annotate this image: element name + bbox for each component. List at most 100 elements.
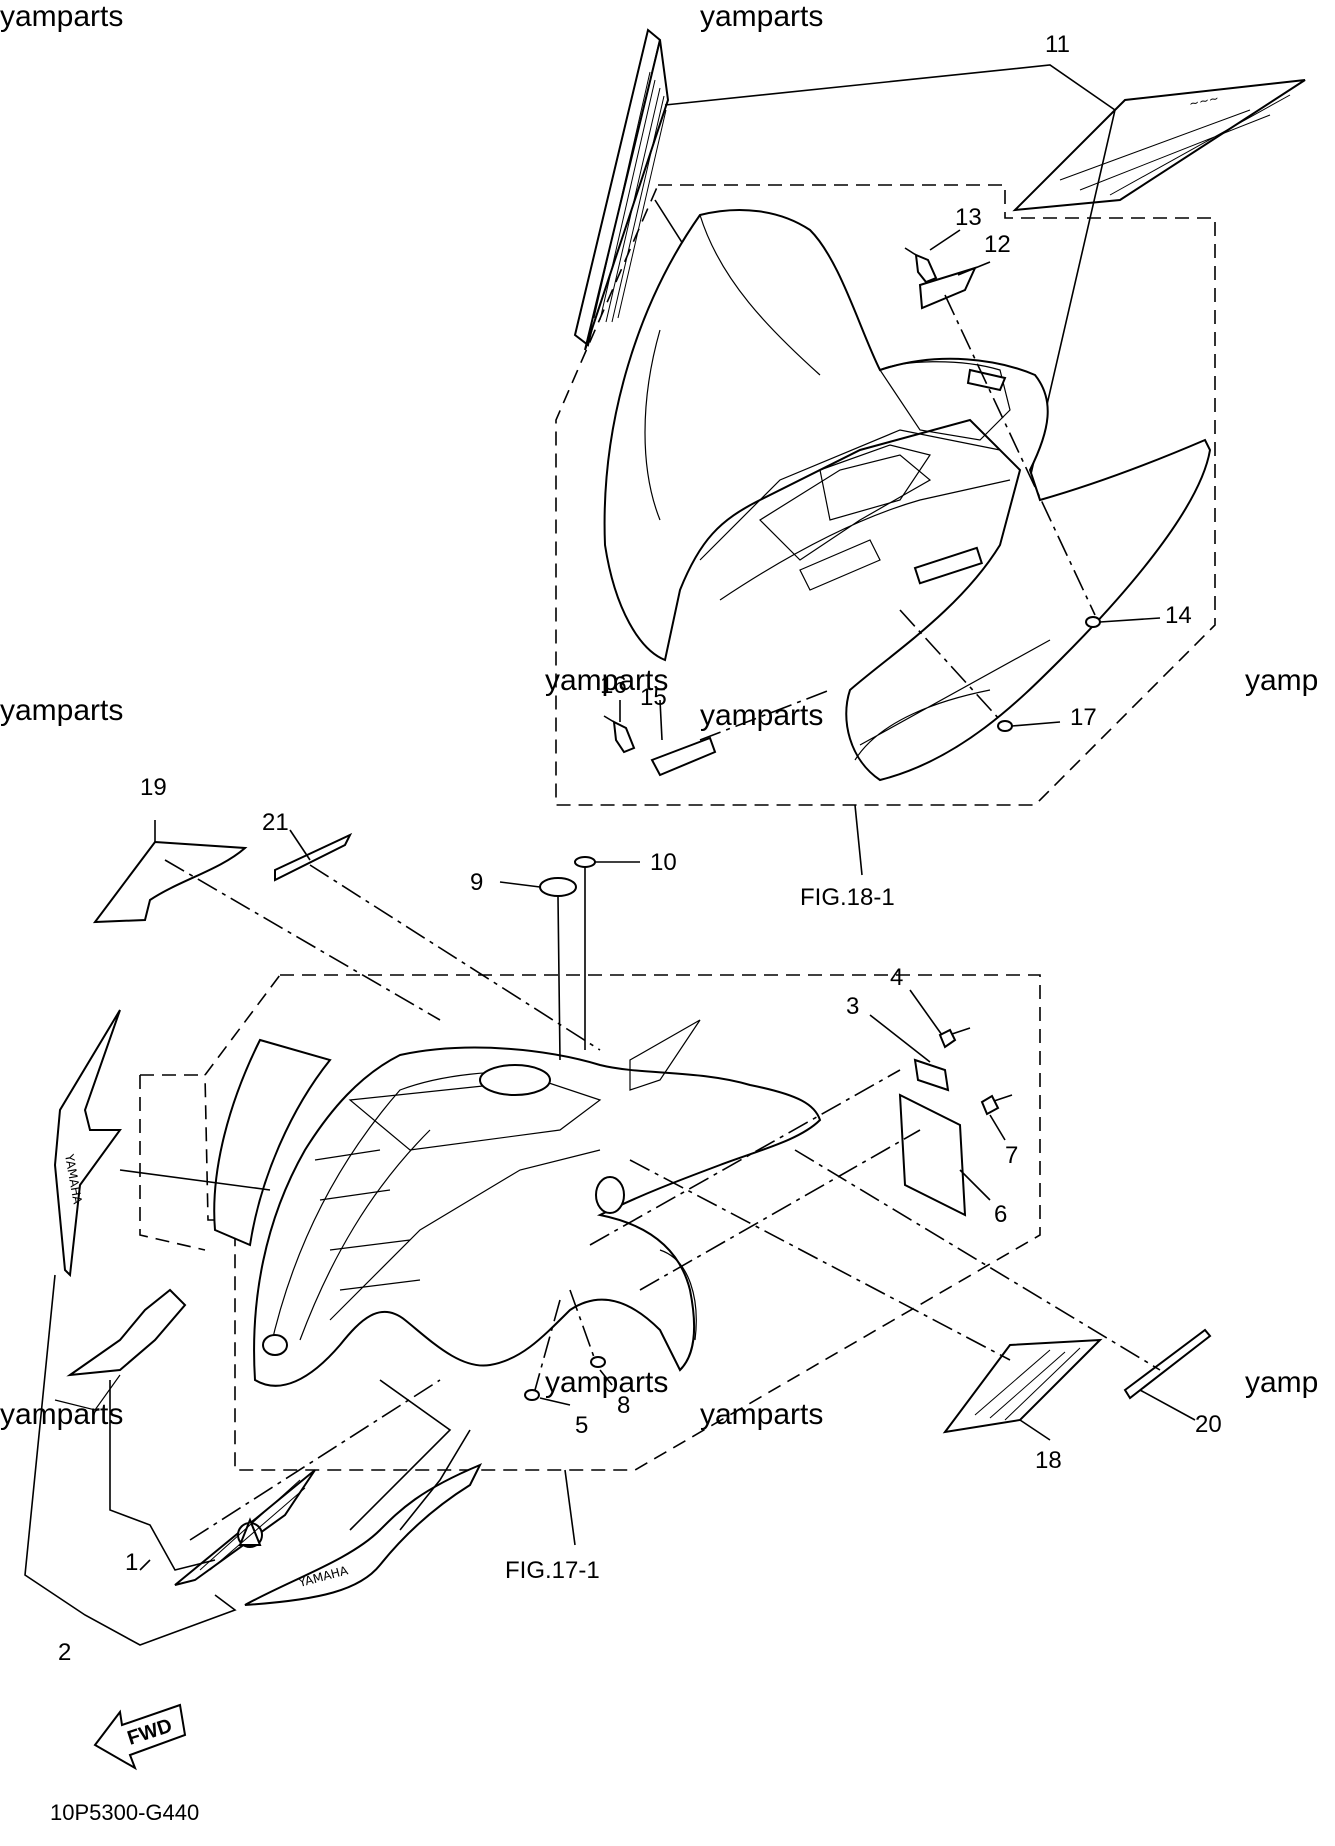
center-line-19 <box>164 859 441 1021</box>
watermark: yamparts <box>545 664 668 697</box>
watermark: yamparts <box>700 1398 823 1431</box>
watermarks: yamparts yamparts yamparts yamparts yamp… <box>0 0 1318 1431</box>
center-line-1 <box>189 1379 441 1541</box>
callout-19: 19 <box>140 774 167 801</box>
center-line-3 <box>589 1069 901 1246</box>
callout-1: 1 <box>125 1549 138 1576</box>
leader-18 <box>1019 1419 1051 1441</box>
callout-16: 16 <box>600 672 627 699</box>
leader-2 <box>24 1274 237 1646</box>
leader-fig18 <box>854 804 863 876</box>
decal-logo-text: ~~~ <box>1188 91 1220 111</box>
front-fender-assembly: YAMAHA YAMAHA <box>24 820 1212 1646</box>
bolt-4 <box>938 1027 971 1049</box>
plate-6 <box>898 1093 967 1217</box>
callout-5: 5 <box>575 1412 588 1439</box>
callout-13: 13 <box>955 204 982 231</box>
bolt-13 <box>904 247 938 284</box>
side-decal-11-right: ~~~ <box>1012 79 1306 212</box>
center-line-6 <box>639 1129 921 1291</box>
callout-17: 17 <box>1070 704 1097 731</box>
decal-2: YAMAHA <box>53 1009 122 1278</box>
leader-9 <box>499 881 541 888</box>
leader-7 <box>989 1114 1006 1141</box>
leader-21 <box>289 829 311 861</box>
center-line-21 <box>309 864 601 1051</box>
callout-18: 18 <box>1035 1447 1062 1474</box>
fig-18-1-label: FIG.18-1 <box>800 884 895 911</box>
fuel-cap-recess <box>479 1064 551 1096</box>
leader-6 <box>959 1169 991 1201</box>
decal-1 <box>174 1469 316 1586</box>
bolt-16 <box>603 715 636 754</box>
nut-8 <box>590 1356 606 1368</box>
callout-15: 15 <box>640 684 667 711</box>
leader-17 <box>1011 721 1061 727</box>
leader-3 <box>869 1014 931 1063</box>
callout-20: 20 <box>1195 1411 1222 1438</box>
callout-4: 4 <box>890 964 903 991</box>
leader-8 <box>599 1369 613 1386</box>
fwd-arrow-icon: FWD <box>93 1703 187 1771</box>
watermark: yamp <box>1245 1366 1318 1399</box>
leader-20 <box>1139 1389 1196 1421</box>
callout-11: 11 <box>1045 31 1070 58</box>
callout-9: 9 <box>470 869 483 896</box>
decal-10 <box>574 856 596 868</box>
callout-14: 14 <box>1165 602 1192 629</box>
callout-2: 2 <box>58 1639 71 1666</box>
center-line-5-8 <box>534 1289 596 1391</box>
callout-3: 3 <box>846 993 859 1020</box>
watermark: yamparts <box>700 0 823 33</box>
leader-1 <box>109 1380 216 1571</box>
leader-13 <box>929 229 961 251</box>
decal-21 <box>274 832 353 882</box>
nut-5 <box>524 1389 540 1401</box>
center-line-20 <box>794 1149 1161 1371</box>
center-line-15 <box>699 689 831 741</box>
watermark: yamparts <box>0 1398 123 1431</box>
decal-9 <box>539 877 577 897</box>
nut-17 <box>997 720 1013 732</box>
diagram-code: 10P5300-G440 <box>50 1800 199 1825</box>
watermark: yamparts <box>0 0 123 33</box>
plate-3 <box>913 1058 950 1092</box>
leader-15 <box>659 699 663 741</box>
decal-small-left <box>66 1288 187 1377</box>
lines-9-10-down <box>557 867 586 1061</box>
key-switch-opening <box>595 1176 625 1214</box>
leader-side-panel <box>119 1169 271 1191</box>
fig17-dashed-boundary <box>204 974 1041 1471</box>
leader-5 <box>539 1397 571 1406</box>
leader-small-decal <box>349 1379 471 1531</box>
leader-4 <box>909 989 943 1036</box>
bolt-7 <box>980 1094 1013 1116</box>
rear-fender-vent <box>913 546 984 585</box>
side-decal-11-left <box>573 28 670 351</box>
plate-12 <box>918 266 977 310</box>
plate-15 <box>650 736 717 777</box>
side-panel-left <box>213 1038 332 1247</box>
callout-6: 6 <box>994 1201 1007 1228</box>
leader-14 <box>1099 617 1161 623</box>
fig-17-1-label: FIG.17-1 <box>505 1557 600 1584</box>
decal-19 <box>92 840 248 924</box>
center-line-12-14 <box>944 294 1096 616</box>
callout-21: 21 <box>262 809 289 836</box>
center-line-18 <box>629 1159 1011 1361</box>
rear-fender <box>603 209 1212 782</box>
callout-10: 10 <box>650 849 677 876</box>
watermark: yamparts <box>545 1366 668 1399</box>
callout-8: 8 <box>617 1392 630 1419</box>
decal-1-right: YAMAHA <box>244 1463 483 1606</box>
fig18-dashed-boundary <box>555 184 1216 806</box>
watermark: yamp <box>1245 664 1318 697</box>
headlight-hole <box>262 1334 288 1356</box>
callout-7: 7 <box>1005 1142 1018 1169</box>
watermark: yamparts <box>0 694 123 727</box>
rear-fender-assembly: ~~~ <box>555 28 1306 876</box>
callout-12: 12 <box>984 231 1011 258</box>
front-fender <box>253 1019 822 1387</box>
decal-20 <box>1123 1328 1212 1400</box>
